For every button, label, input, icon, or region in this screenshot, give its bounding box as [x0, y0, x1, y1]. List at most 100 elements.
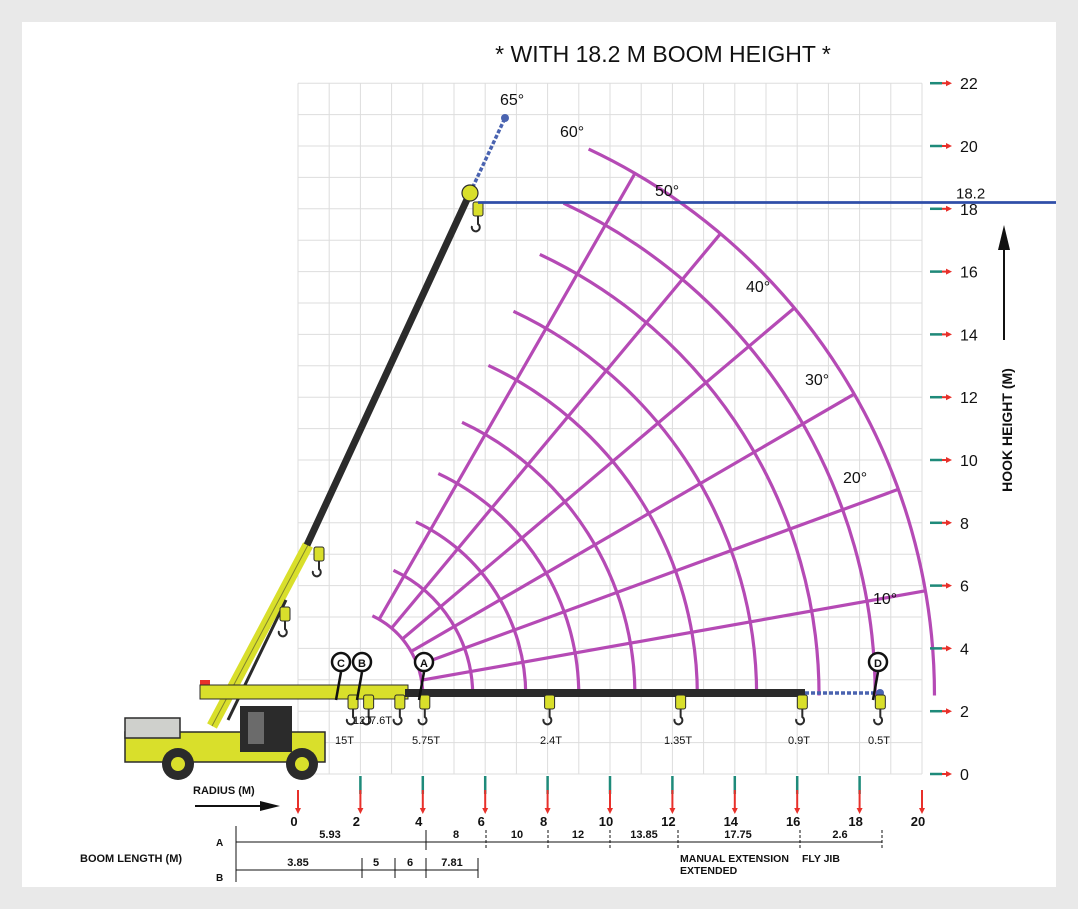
row-b-segment: 3.85: [287, 857, 308, 869]
x-tick-arrow: [919, 808, 925, 814]
x-axis-label: RADIUS (M): [193, 785, 255, 797]
row-b-segment: 5: [373, 857, 379, 869]
x-tick-label: 0: [290, 814, 297, 829]
x-tick: 4: [415, 776, 426, 829]
marker-label: C: [337, 658, 345, 670]
radius-arc: [587, 147, 937, 696]
load-label: 1.35T: [664, 735, 692, 747]
hook-icon: [277, 621, 288, 638]
y-tick-arrow: [946, 331, 952, 338]
row-a-label: A: [216, 838, 223, 849]
angle-ray-30: [410, 392, 856, 653]
angle-label-40: 40°: [746, 279, 770, 296]
hook-icon: [345, 709, 356, 726]
marker-circle: [413, 651, 435, 673]
boom-height-label: 18.2: [956, 186, 985, 203]
angle-ray-10: [421, 589, 926, 682]
y-tick-arrow: [946, 519, 952, 526]
row-b-segment: 7.81: [441, 857, 462, 869]
hook-icon: [542, 709, 553, 726]
y-tick: 10: [930, 453, 978, 470]
marker-label: B: [358, 658, 366, 670]
x-tick-arrow: [731, 808, 738, 814]
x-tick: 10: [599, 776, 613, 829]
load-label: 15T: [335, 735, 354, 747]
hook-load: [392, 694, 406, 726]
hook-block: [544, 694, 556, 710]
hook-block: [472, 201, 484, 217]
y-tick-label: 0: [960, 767, 969, 784]
x-tick: 20: [911, 790, 925, 829]
y-tick-label: 10: [960, 453, 978, 470]
y-tick-arrow: [946, 771, 952, 777]
radius-arcs: [371, 147, 937, 696]
hook-raised-low: [277, 606, 291, 638]
hook-load: [673, 694, 687, 726]
hook-icon: [361, 709, 372, 726]
radius-arc: [415, 520, 528, 696]
radius-arc: [461, 420, 637, 696]
x-tick: 6: [478, 776, 489, 829]
hook-block: [675, 694, 687, 710]
hook-icon: [392, 709, 403, 726]
y-axis-arrow-head: [998, 225, 1010, 250]
y-tick-arrow: [946, 205, 952, 212]
y-tick-arrow: [946, 457, 952, 463]
y-tick-label: 6: [960, 579, 969, 596]
x-tick-arrow: [419, 808, 426, 814]
y-tick: 4: [930, 641, 969, 658]
hook-block: [394, 694, 406, 710]
boom-cylinder: [226, 599, 288, 721]
angle-label-20: 20°: [843, 470, 867, 487]
y-tick-arrow: [946, 582, 952, 589]
hook-icon: [795, 709, 806, 726]
operator-cab: [240, 706, 292, 752]
y-tick-label: 18: [960, 202, 978, 219]
angle-label-10: 10°: [873, 591, 897, 608]
hook-icon: [311, 561, 322, 578]
x-tick-label: 2: [353, 814, 360, 829]
y-tick-label: 20: [960, 139, 978, 156]
x-tick-label: 10: [599, 814, 613, 829]
radius-arc: [487, 363, 699, 696]
y-tick-label: 14: [960, 327, 978, 344]
angle-label-65: 65°: [500, 92, 524, 109]
y-tick: 6: [930, 579, 969, 596]
hook-block: [313, 546, 325, 562]
row-a-segment: 5.93: [319, 829, 340, 841]
boom-raised-main: [303, 191, 474, 547]
y-tick: 0: [930, 767, 969, 784]
x-tick-arrow: [669, 808, 676, 814]
cab-window: [248, 712, 264, 744]
y-tick: 18: [930, 202, 978, 219]
y-tick-label: 16: [960, 265, 978, 282]
load-label: 0.9T: [788, 735, 810, 747]
marker-label: D: [874, 658, 882, 670]
marker-D: D: [867, 651, 889, 701]
y-tick: 2: [930, 704, 969, 721]
hook-icon: [417, 709, 428, 726]
angle-label-50: 50°: [655, 183, 679, 200]
x-tick-arrow: [357, 808, 364, 814]
load-label: 12T: [353, 715, 372, 727]
row-a-segment: 17.75: [724, 829, 752, 841]
manual-extension-note: MANUAL EXTENSION: [680, 853, 789, 865]
hook-raised-mid: [311, 546, 325, 578]
x-tick: 18: [848, 776, 863, 829]
y-tick-label: 22: [960, 76, 978, 93]
radius-arc: [437, 472, 581, 696]
extended-note: EXTENDED: [680, 865, 738, 877]
hook-block: [874, 694, 886, 710]
y-tick: 22: [930, 76, 978, 93]
angle-ray-50: [390, 232, 722, 630]
chart-title: * WITH 18.2 M BOOM HEIGHT *: [495, 41, 831, 67]
marker-C: C: [330, 651, 352, 701]
row-a-segment: 12: [572, 829, 584, 841]
x-tick-label: 4: [415, 814, 423, 829]
hook-icon: [673, 709, 684, 726]
load-label: 7.6T: [370, 715, 392, 727]
